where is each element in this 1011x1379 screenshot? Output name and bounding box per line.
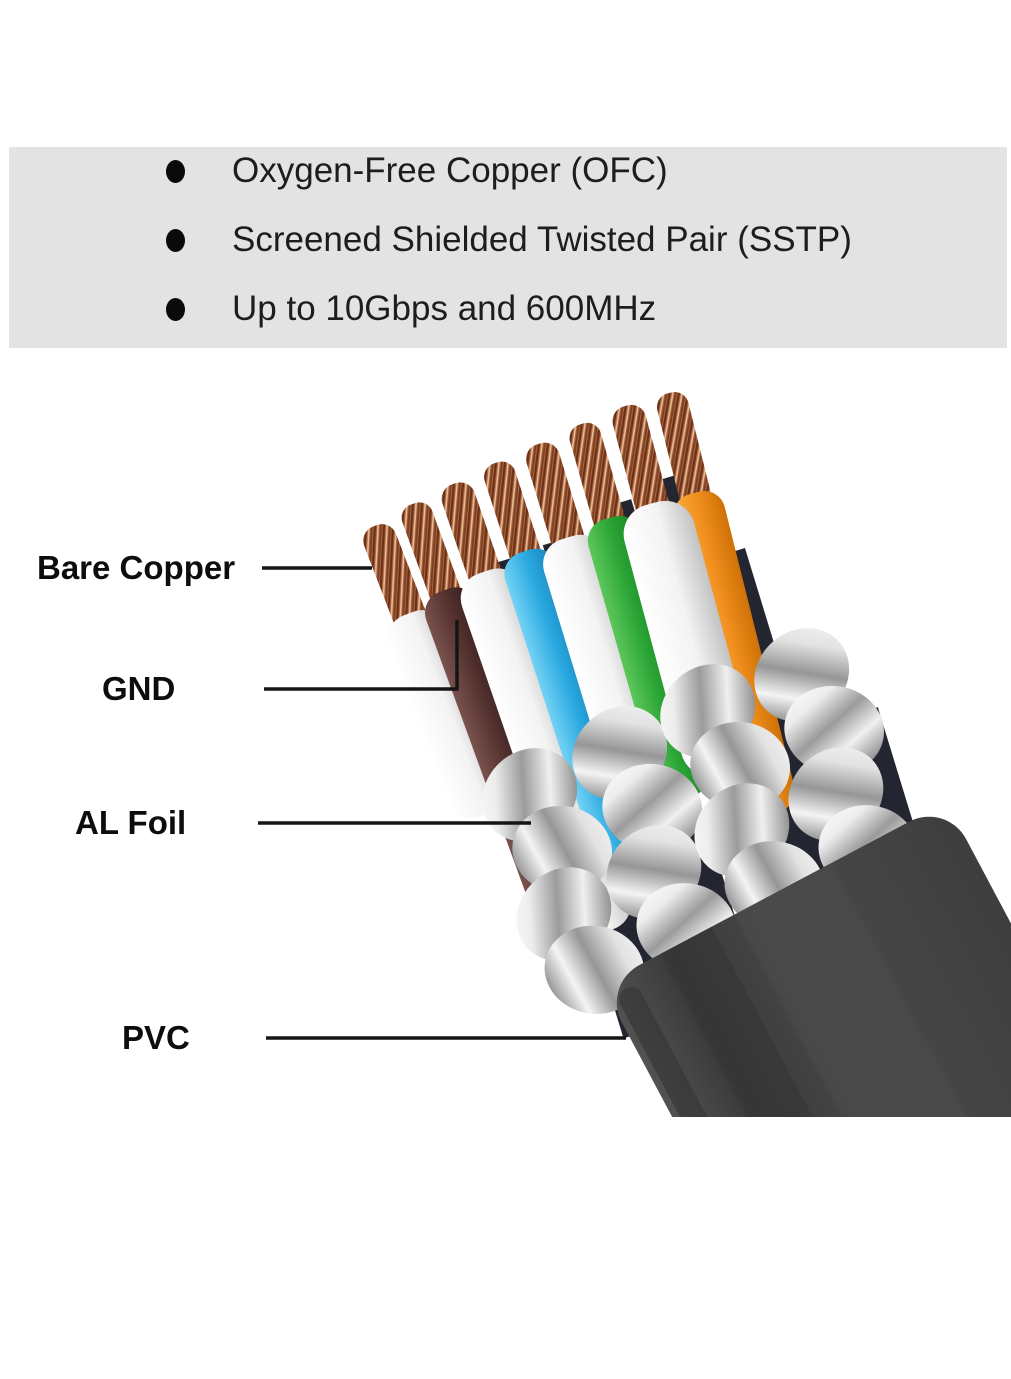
bare-copper-strands bbox=[484, 461, 545, 579]
label-bare-copper: Bare Copper bbox=[37, 549, 236, 586]
label-pvc: PVC bbox=[122, 1019, 190, 1056]
label-gnd: GND bbox=[102, 670, 176, 707]
gnd-leader-line bbox=[264, 620, 459, 691]
bare-copper-strands bbox=[656, 392, 714, 520]
bare-copper-strands bbox=[569, 422, 629, 546]
feature-text: Up to 10Gbps and 600MHz bbox=[232, 289, 657, 328]
bullet-icon bbox=[166, 298, 185, 321]
label-al-foil: AL Foil bbox=[75, 804, 187, 841]
bare-copper-strands bbox=[526, 442, 588, 565]
feature-panel: Oxygen-Free Copper (OFC) Screened Shield… bbox=[9, 147, 1007, 348]
feature-item: Screened Shielded Twisted Pair (SSTP) bbox=[9, 222, 1007, 258]
feature-text: Screened Shielded Twisted Pair (SSTP) bbox=[232, 220, 852, 259]
feature-item: Up to 10Gbps and 600MHz bbox=[9, 291, 1007, 327]
feature-item: Oxygen-Free Copper (OFC) bbox=[9, 153, 1007, 189]
wire-white-1 bbox=[363, 524, 507, 818]
bullet-icon bbox=[166, 229, 185, 252]
bare-copper-strands bbox=[363, 524, 430, 640]
bullet-icon bbox=[166, 160, 185, 183]
pvc-jacket bbox=[616, 816, 1011, 1117]
bare-copper-strands bbox=[441, 482, 505, 599]
bare-copper-strands bbox=[401, 502, 465, 617]
cable-art bbox=[363, 392, 1011, 1117]
bare-copper-strands bbox=[612, 404, 672, 531]
feature-text: Oxygen-Free Copper (OFC) bbox=[232, 151, 668, 190]
